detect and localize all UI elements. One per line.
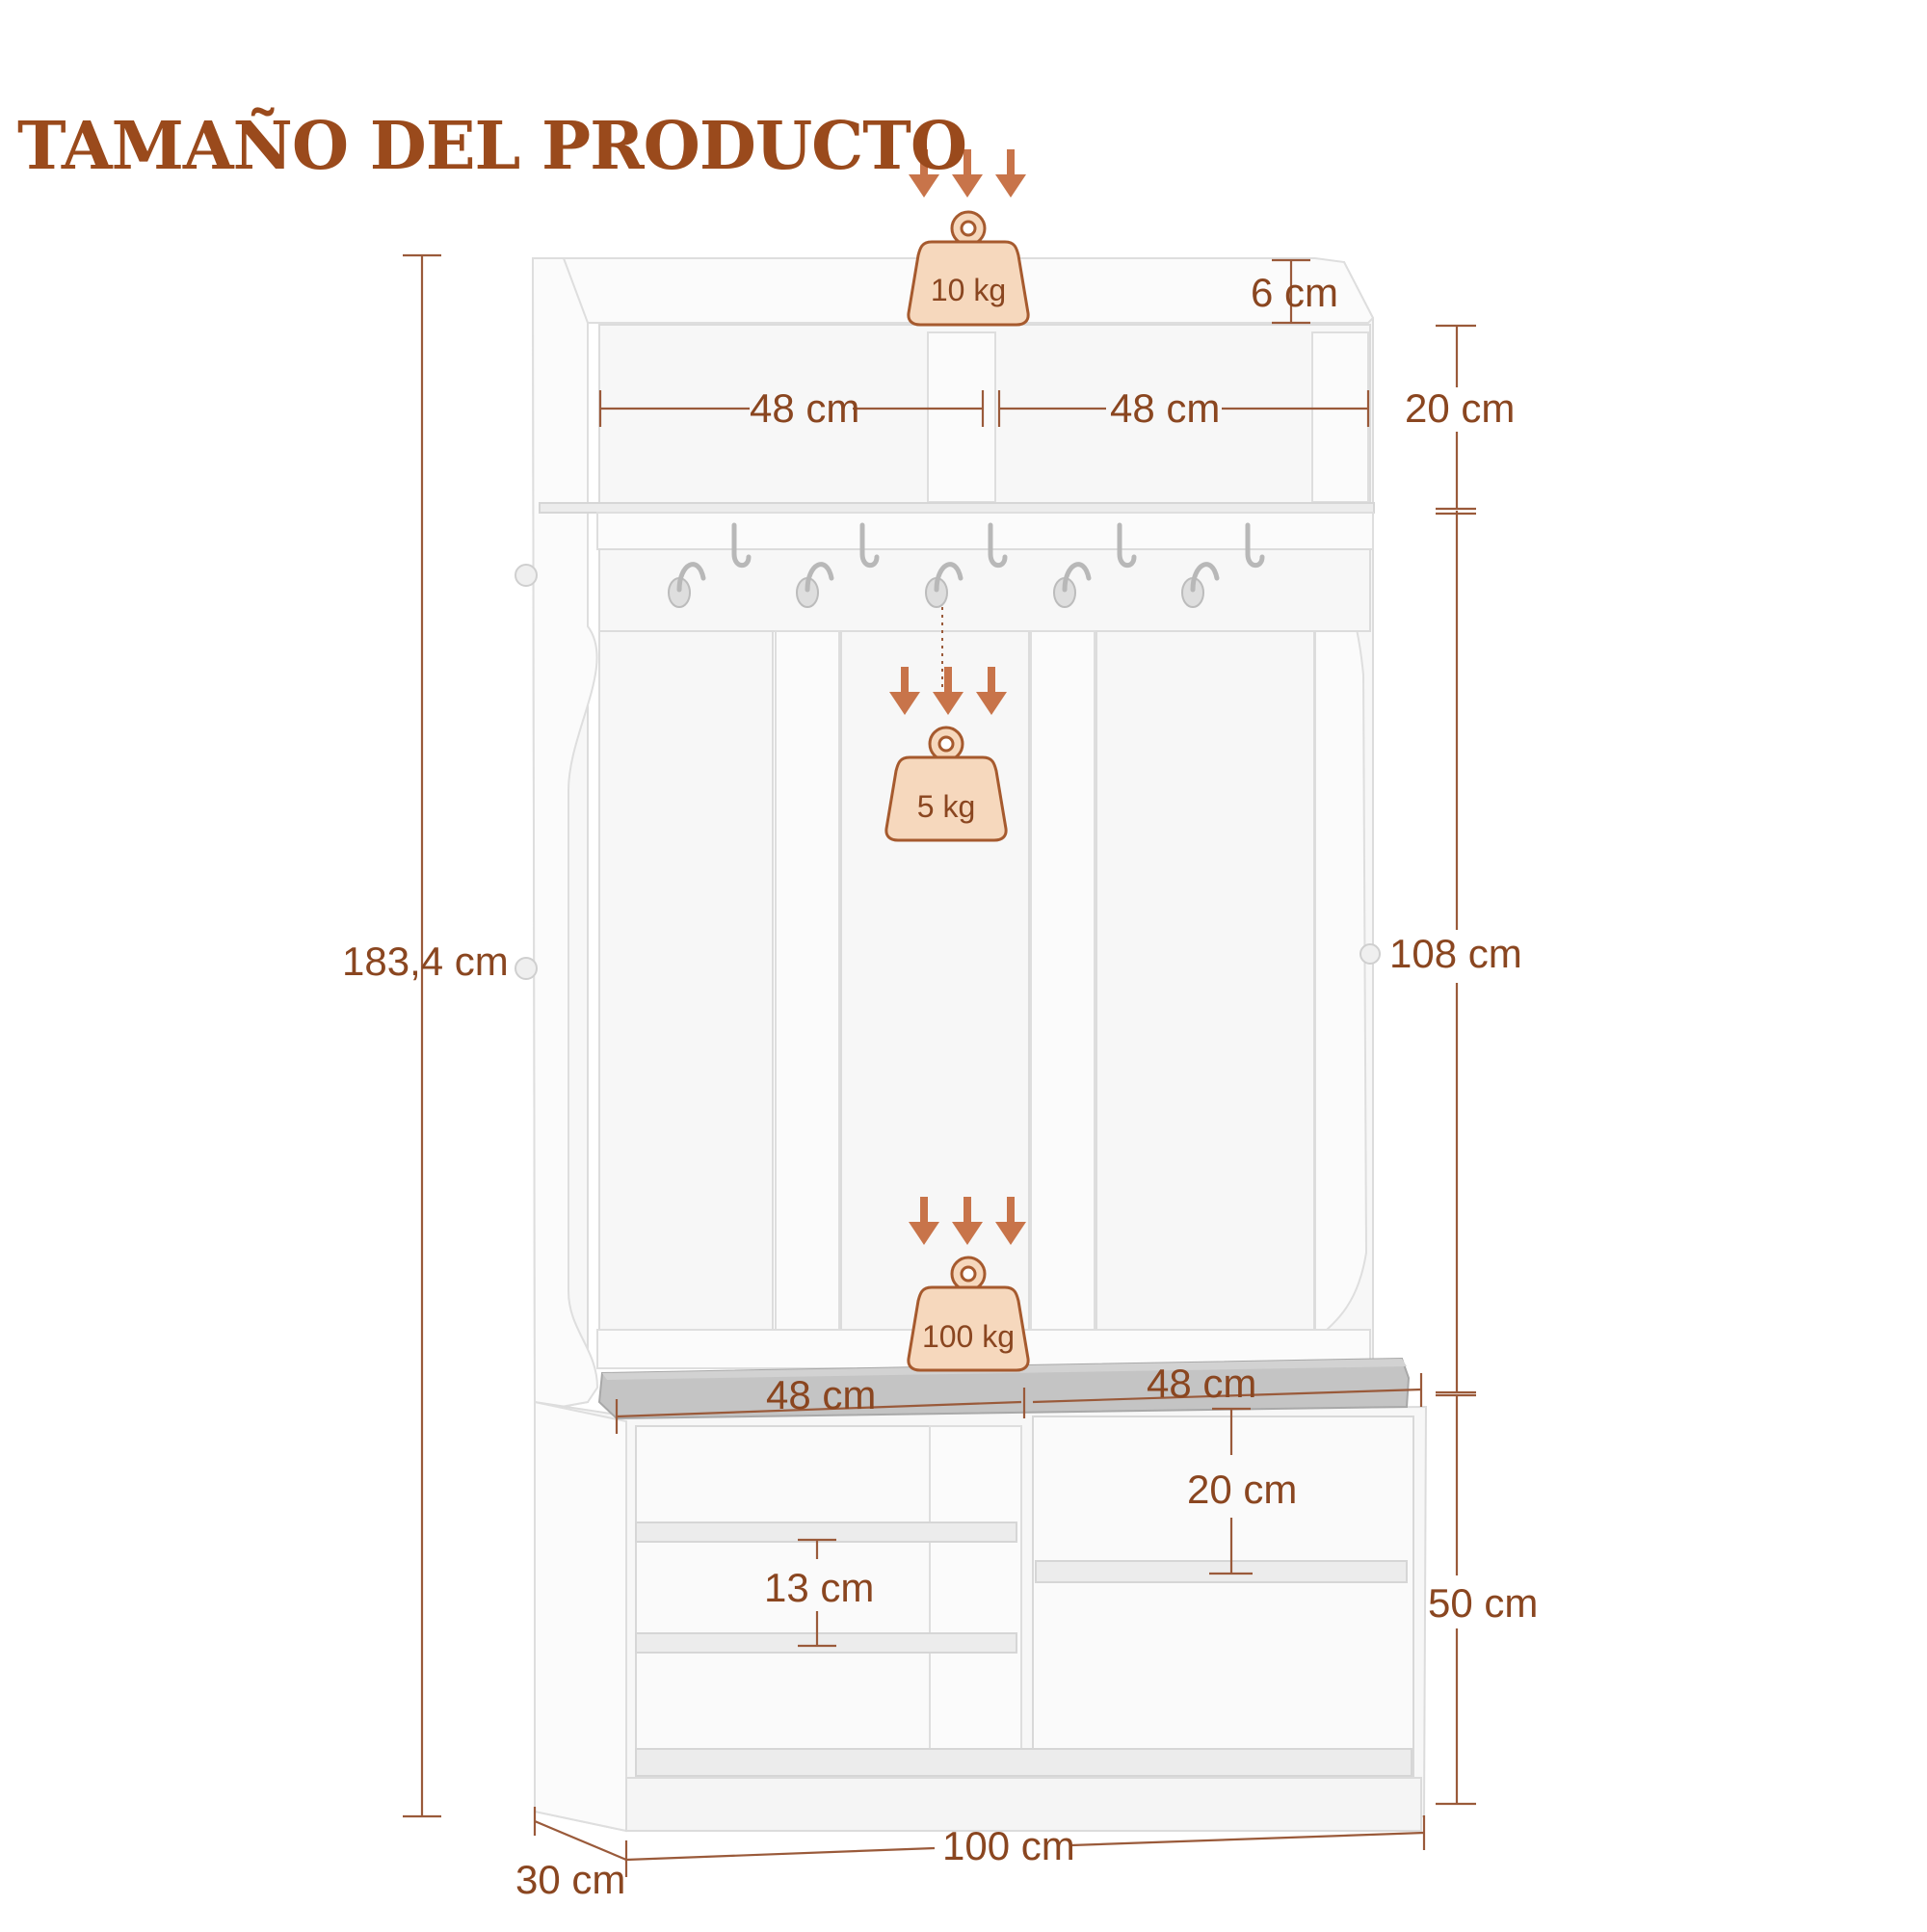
label-top-right-width: 48 cm	[1110, 385, 1220, 431]
hook-icon	[859, 522, 880, 569]
hook-icon	[1117, 522, 1137, 569]
label-left-shelf-height: 13 cm	[764, 1565, 874, 1610]
hook-icon	[1062, 562, 1092, 593]
down-arrow-icon	[909, 1197, 1026, 1245]
weight-icon	[907, 210, 1030, 327]
weight-top: 10 kg	[907, 149, 1030, 327]
weight-bench: 100 kg	[907, 1197, 1030, 1372]
hook-icon	[1245, 522, 1265, 569]
label-top-shelf-height: 20 cm	[1405, 385, 1515, 431]
weight-bench-label: 100 kg	[922, 1319, 1015, 1354]
weight-hooks-label: 5 kg	[917, 789, 975, 824]
coat-hooks	[668, 522, 1265, 608]
hook-icon	[988, 522, 1008, 569]
label-total-height: 183,4 cm	[342, 939, 509, 984]
label-depth: 30 cm	[515, 1857, 625, 1902]
label-top-thickness: 6 cm	[1251, 270, 1338, 315]
weight-top-label: 10 kg	[931, 273, 1006, 307]
label-total-width: 100 cm	[942, 1823, 1075, 1868]
hook-icon	[676, 562, 706, 593]
dimension-labels: 183,4 cm 6 cm 48 cm 48 cm 20 cm 108 cm 4…	[342, 270, 1538, 1902]
weight-hooks: 5 kg	[884, 667, 1008, 842]
label-middle-height: 108 cm	[1389, 931, 1522, 976]
hook-icon	[1190, 562, 1220, 593]
down-arrow-icon	[889, 667, 1007, 715]
page-title: TAMAÑO DEL PRODUCTO	[17, 108, 967, 185]
dimension-lines	[403, 253, 1476, 1877]
label-top-left-width: 48 cm	[750, 385, 859, 431]
label-bench-height: 50 cm	[1428, 1580, 1538, 1626]
hall-tree	[515, 257, 1428, 1833]
hook-icon	[805, 562, 834, 593]
label-bench-left-width: 48 cm	[766, 1372, 876, 1417]
hook-icon	[731, 522, 752, 569]
label-bench-right-width: 48 cm	[1147, 1361, 1256, 1406]
label-right-shelf-height: 20 cm	[1187, 1467, 1297, 1512]
hook-icon	[934, 562, 964, 593]
